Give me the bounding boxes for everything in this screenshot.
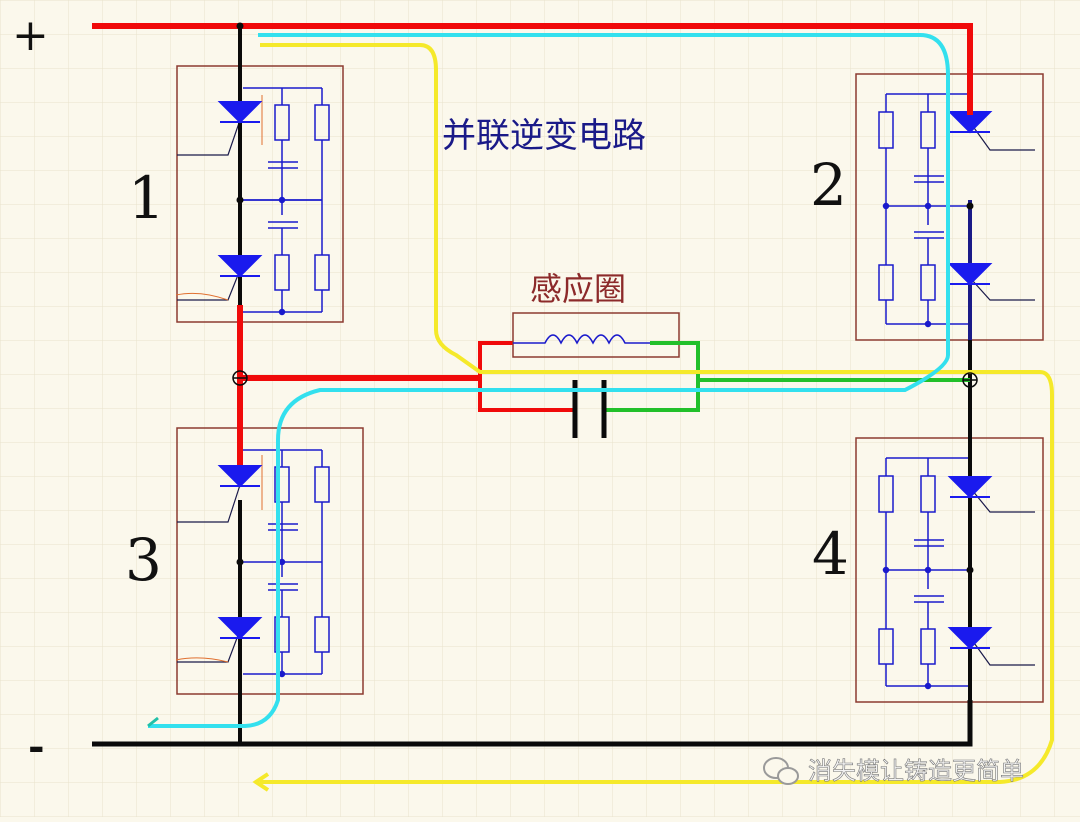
negative-terminal-label: - [28, 723, 45, 770]
diagram-title: 并联逆变电路 [442, 116, 646, 156]
positive-terminal-label: + [12, 10, 49, 61]
module-2-components [878, 93, 970, 328]
induction-coil-icon [513, 334, 650, 345]
module-1-box [176, 65, 344, 323]
module-1-label: 1 [128, 164, 165, 232]
module-4-box [855, 437, 1044, 703]
cyan-current-path [148, 33, 950, 728]
module-3-components [243, 449, 330, 678]
module-1-components [243, 87, 330, 316]
module-3-label: 3 [125, 526, 162, 594]
bus-dots [236, 22, 974, 574]
thyristors [217, 101, 993, 650]
junctions [232, 370, 978, 388]
gate-drive-hatching [175, 95, 263, 663]
module-2-label: 2 [810, 151, 847, 219]
coil-box [512, 312, 680, 358]
module-4-label: 4 [812, 520, 849, 588]
wechat-logo-icon [763, 757, 799, 785]
yellow-arrow-icon [252, 772, 270, 792]
module-3-box [176, 427, 364, 695]
negative-rail [92, 700, 973, 747]
load-left-lead [478, 341, 575, 412]
watermark-text: 消失模让铸造更简单 [808, 757, 1024, 785]
cyan-arrow-icon [147, 716, 159, 728]
yellow-current-path [260, 43, 1054, 784]
coil-label: 感应圈 [530, 270, 626, 308]
module-4-components [878, 457, 970, 690]
